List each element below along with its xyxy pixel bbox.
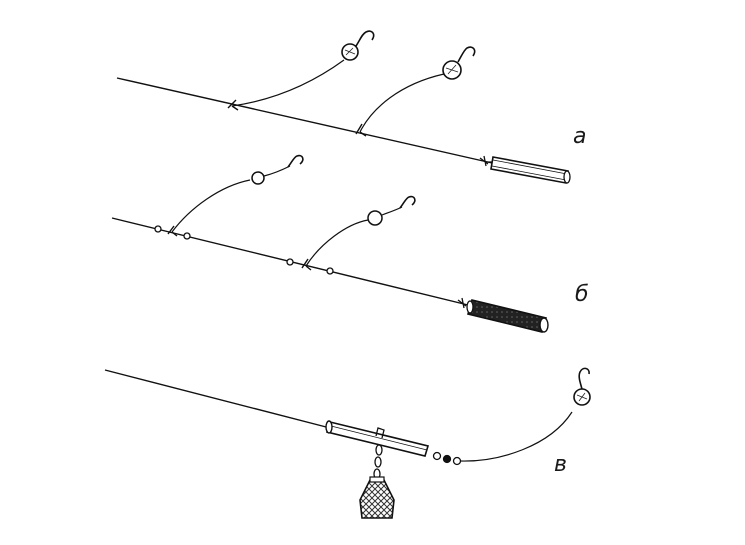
rig-v-swivel-chain-icon xyxy=(373,444,383,480)
rig-v-bead xyxy=(442,454,452,464)
rig-a-knot-1 xyxy=(227,99,239,111)
rig-b-hook-1-icon xyxy=(287,154,304,168)
rig-a-leader-2 xyxy=(359,73,445,133)
rig-b-knot-1 xyxy=(167,225,178,237)
rig-b-stopper-bead xyxy=(183,232,191,240)
rig-v-bead xyxy=(452,456,462,466)
rig-a-hook-2-icon xyxy=(457,46,476,63)
rig-b xyxy=(111,154,549,333)
rig-b-hook-2-icon xyxy=(399,195,416,209)
rig-v-leader xyxy=(459,411,573,462)
rig-b-swivel-icon xyxy=(457,297,467,309)
rig-a-stick-sinker-icon xyxy=(490,156,571,184)
rig-a-leader-1 xyxy=(231,59,345,107)
rig-a-hook-1-icon xyxy=(355,30,375,47)
rig-b-float-bead-2-icon xyxy=(367,210,383,226)
rig-b-stopper-bead xyxy=(326,267,334,275)
rig-b-float-bead-1-icon xyxy=(251,171,265,185)
rig-b-leader-2 xyxy=(305,219,369,267)
rig-b-stopper-bead xyxy=(154,225,162,233)
rig-a-main-line xyxy=(116,77,493,164)
rig-v-sliding-tube-icon xyxy=(325,420,430,457)
rig-label-b: б xyxy=(575,282,589,307)
rig-label-v: в xyxy=(554,452,567,477)
rig-b-knot-2 xyxy=(301,258,312,271)
rig-a-knot-2 xyxy=(355,123,367,137)
rig-v xyxy=(104,367,591,519)
rig-v-hook-icon xyxy=(578,367,590,390)
rig-v-bead xyxy=(432,451,442,461)
rig-b-stick-sinker-icon xyxy=(466,299,549,333)
rig-b-leader-1 xyxy=(171,179,251,233)
rig-b-stopper-bead xyxy=(286,258,294,266)
rig-v-main-line xyxy=(104,369,331,429)
rig-label-a: а xyxy=(573,124,587,149)
rig-v-mesh-feeder-icon xyxy=(359,476,395,519)
rig-a xyxy=(116,30,571,184)
